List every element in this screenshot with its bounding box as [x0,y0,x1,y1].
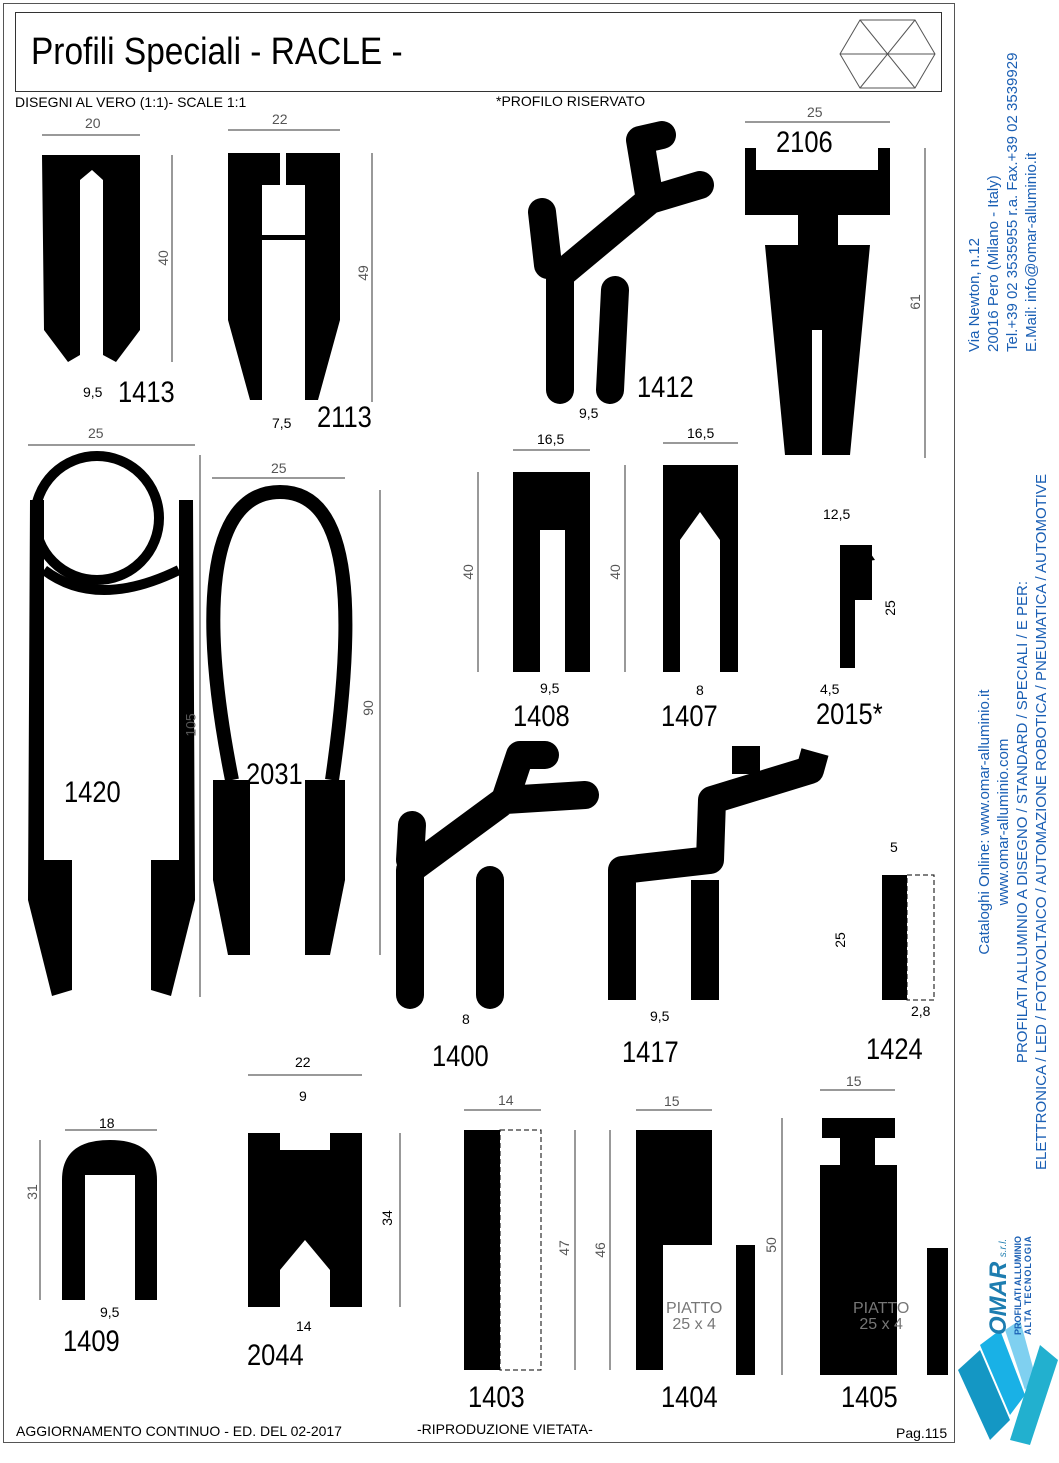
dimension: 4,5 [820,681,840,697]
dimension: 40 [606,564,623,580]
profile-2106-shape [745,148,890,455]
profile-1403-shape [464,1130,500,1370]
profile-code: 1413 [118,376,175,409]
dimension: 49 [354,265,371,281]
profile-code: 2031 [246,758,303,791]
dimension: 14 [296,1318,312,1334]
profile-2015-shape [840,545,875,668]
profile-code: 1420 [64,776,121,809]
profile-2031-shape [206,484,353,955]
dimension: 25 [807,104,823,120]
dimension: 8 [462,1011,470,1027]
profile-1400-shape [396,741,599,1009]
dimension: 5 [890,839,898,855]
dimension: 2,8 [911,1003,931,1019]
profile-1412-shape [528,121,714,404]
page-title: Profili Speciali - RACLE - [31,31,403,73]
dimension: 25 [271,460,287,476]
dimension: 15 [846,1073,862,1089]
page-number: Pag.115 [896,1425,948,1441]
profile-code: 1407 [661,700,718,733]
reserved-note: *PROFILO RISERVATO [496,93,646,109]
title-box: Profili Speciali - RACLE - [15,12,942,92]
profile-1424-shape [882,875,907,1000]
profile-code: 2106 [776,126,833,159]
profile-code: 1404 [661,1381,718,1414]
profile-code: 1409 [63,1325,120,1358]
racle-logo-icon [839,19,936,89]
dimension: 20 [85,115,101,131]
profile-code: 2113 [317,401,372,434]
dimension: 34 [378,1210,395,1226]
reproduction-notice: -RIPRODUZIONE VIETATA- [417,1421,593,1437]
profile-code: 2044 [247,1339,304,1372]
dimension: 47 [555,1240,572,1256]
dimension: 9,5 [83,384,103,400]
dimension: 40 [459,564,476,580]
dimension: 14 [498,1092,514,1108]
profile-code: 2015* [816,698,883,731]
dimension: 16,5 [537,431,565,447]
dimension: 9,5 [579,405,599,421]
dimension: 105 [182,713,199,737]
scale-note: DISEGNI AL VERO (1:1)- SCALE 1:1 [15,94,247,110]
dimension: 9,5 [650,1008,670,1024]
dimension: 22 [272,111,288,127]
profile-code: 1403 [468,1381,525,1414]
dimension: 9,5 [100,1304,120,1320]
profile-code: 1405 [841,1381,898,1414]
page-frame [3,3,955,1443]
profile-1409-shape [62,1140,157,1300]
dimension: 25 [88,425,104,441]
profile-1420-shape [28,451,195,996]
profile-1417-shape [608,746,829,1000]
profile-code: 1412 [637,371,694,404]
profile-code: 1424 [866,1033,923,1066]
dimension: 9 [299,1088,307,1104]
profile-code: 1417 [622,1036,679,1069]
edition-note: AGGIORNAMENTO CONTINUO - ED. DEL 02-2017 [16,1423,342,1439]
dimension: 50 [762,1237,779,1253]
dimension: 25 [831,932,848,948]
profile-2044-shape [248,1133,362,1307]
plate-1404 [736,1245,755,1375]
dimension: 25 [881,600,898,616]
profile-code: 1408 [513,700,570,733]
dimension-lines [28,121,926,1375]
dimension: 7,5 [272,415,292,431]
plate-1405 [927,1248,948,1375]
dimension: 61 [906,294,923,310]
dimension: 90 [359,700,376,716]
dimension: 9,5 [540,680,560,696]
dimension: 8 [696,682,704,698]
profile-2113-shape [228,153,340,400]
dimension: 16,5 [687,425,715,441]
dimension: 40 [154,250,171,266]
profile-1407-shape [663,465,738,672]
profile-1408-shape [513,472,590,672]
dimension: 22 [295,1054,311,1070]
profile-code: 1400 [432,1040,489,1073]
omar-logo-text: OMAR s.r.l. PROFILATI ALLUMINIO ALTA TEC… [985,1235,1033,1335]
profile-1413-shape [42,155,140,362]
dimension: 46 [591,1242,608,1258]
dimension: 12,5 [823,506,851,522]
profile-1405-shape [820,1118,897,1375]
profile-1404-shape [636,1130,712,1370]
dimension: 15 [664,1093,680,1109]
dimension: 18 [99,1115,115,1131]
dimension: 31 [23,1184,40,1200]
